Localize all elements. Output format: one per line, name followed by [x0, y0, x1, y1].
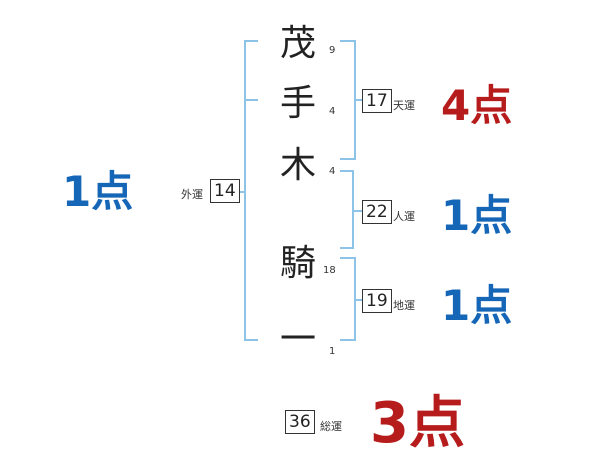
souun-value-box: 36 — [285, 410, 315, 434]
name-char-5: 一 — [279, 319, 316, 360]
tenun-label: 天運 — [393, 99, 415, 112]
jinun-label: 人運 — [393, 210, 415, 223]
name-char-4: 騎 — [279, 243, 316, 284]
stroke-count-3: 4 — [329, 166, 336, 177]
name-char-2: 手 — [279, 83, 316, 124]
tenun-bracket — [340, 40, 356, 160]
jinun-value-box: 22 — [362, 200, 392, 224]
stroke-count-2: 4 — [329, 106, 336, 117]
tenun-score: 4点 — [441, 81, 513, 130]
gaiun-label: 外運 — [181, 188, 203, 201]
stroke-count-5: 1 — [329, 346, 336, 357]
chiun-bracket — [340, 257, 356, 341]
gaiun-score: 1点 — [62, 167, 134, 216]
tenun-value-box: 17 — [362, 89, 392, 113]
name-char-1: 茂 — [279, 23, 316, 64]
gaiun-value-box: 14 — [210, 179, 240, 203]
name-char-3: 木 — [279, 145, 316, 186]
stroke-count-1: 9 — [329, 45, 336, 56]
souun-score: 3点 — [370, 391, 465, 456]
gaiun-bracket — [244, 40, 258, 341]
jinun-bracket — [340, 170, 354, 249]
souun-label: 総運 — [320, 420, 342, 433]
chiun-value-box: 19 — [362, 289, 392, 313]
chiun-score: 1点 — [441, 281, 513, 330]
stroke-count-4: 18 — [323, 265, 336, 276]
jinun-score: 1点 — [441, 191, 513, 240]
chiun-label: 地運 — [393, 299, 415, 312]
